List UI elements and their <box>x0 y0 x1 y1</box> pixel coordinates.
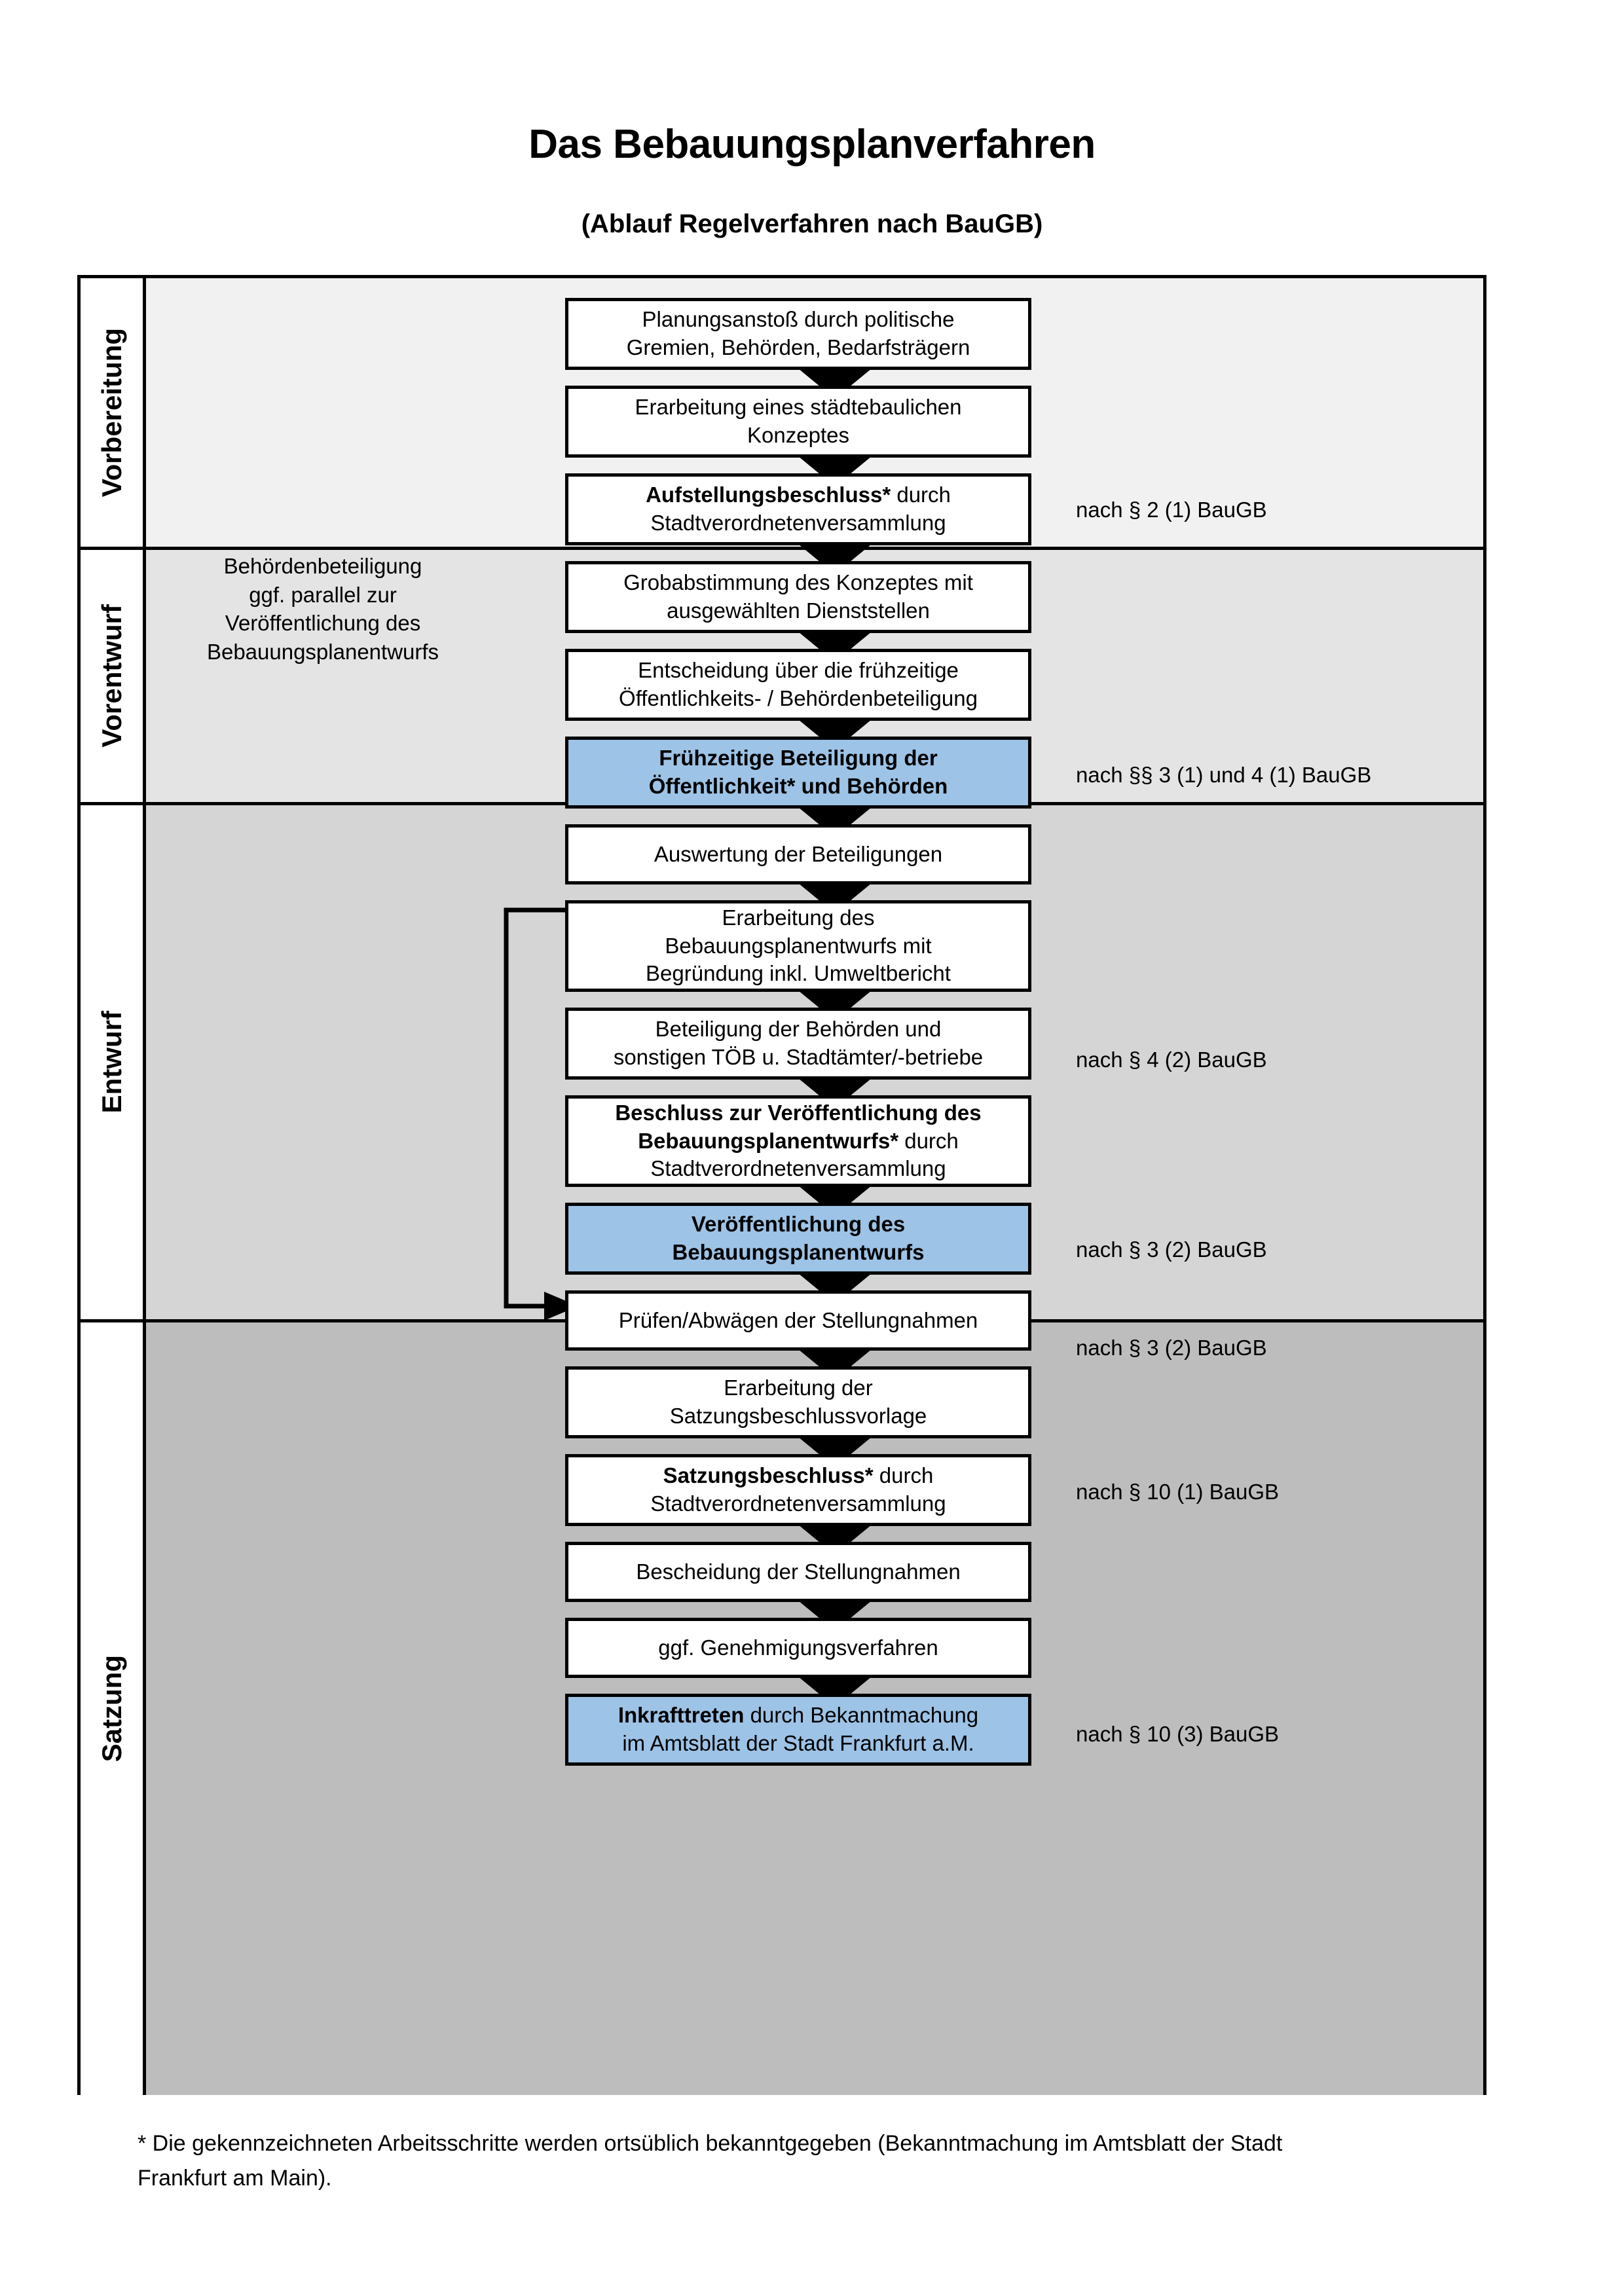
step-box-bescheidung-stellungnahmen[interactable]: Bescheidung der Stellungnahmen <box>565 1542 1031 1602</box>
step-line: Satzungsbeschluss* durch <box>650 1462 946 1490</box>
step-bold-text: Satzungsbeschluss* <box>663 1463 874 1488</box>
step-line: Veröffentlichung des <box>691 1212 906 1237</box>
step-box-genehmigungsverfahren[interactable]: ggf. Genehmigungsverfahren <box>565 1618 1031 1678</box>
step-box-auswertung-beteiligungen[interactable]: Auswertung der Beteiligungen <box>565 824 1031 884</box>
side-note-line-1: Behördenbeteiligung <box>223 554 422 578</box>
step-line: Öffentlichkeits- / Behördenbeteiligung <box>619 686 978 710</box>
phase-label-text: Satzung <box>96 1655 127 1762</box>
step-box-pruefen-abwaegen[interactable]: Prüfen/Abwägen der Stellungnahmen <box>565 1290 1031 1351</box>
step-line: Bebauungsplanentwurfs mit <box>665 933 932 958</box>
step-bold-text: Aufstellungsbeschluss* <box>646 483 891 507</box>
step-line: Bescheidung der Stellungnahmen <box>636 1559 961 1584</box>
step-line: Beschluss zur Veröffentlichung des <box>615 1100 982 1125</box>
law-reference-par2-1: nach § 2 (1) BauGB <box>1076 498 1267 522</box>
step-bold-text: Bebauungsplanentwurfs* <box>638 1128 899 1153</box>
phase-label-vorbereitung: Vorbereitung <box>81 278 146 547</box>
phase-label-satzung: Satzung <box>81 1322 146 2095</box>
step-box-veroeffentlichung-bplanentwurf[interactable]: Veröffentlichung des Bebauungsplanentwur… <box>565 1203 1031 1275</box>
side-note-behoerdenbeteiligung: Behördenbeteiligung ggf. parallel zur Ve… <box>162 552 483 666</box>
footnote-line-1: * Die gekennzeichneten Arbeitsschritte w… <box>138 2131 1283 2156</box>
law-reference-par10-3: nach § 10 (3) BauGB <box>1076 1722 1280 1746</box>
flowchart-frame: Vorbereitung Vorentwurf Entwurf Satzung … <box>77 275 1486 2095</box>
step-box-entscheidung-fruehzeitig[interactable]: Entscheidung über die frühzeitige Öffent… <box>565 649 1031 721</box>
law-reference-par4-2: nach § 4 (2) BauGB <box>1076 1048 1267 1072</box>
law-reference-par3-1-par4-1: nach §§ 3 (1) und 4 (1) BauGB <box>1076 763 1372 787</box>
step-line: Frühzeitige Beteiligung der <box>659 746 938 771</box>
phase-label-text: Vorbereitung <box>96 327 127 498</box>
step-line: Stadtverordnetenversammlung <box>650 1491 946 1516</box>
step-box-fruehzeitige-beteiligung[interactable]: Frühzeitige Beteiligung der Öffentlichke… <box>565 737 1031 809</box>
footnote-line-2: Frankfurt am Main). <box>138 2165 332 2191</box>
footnote: * Die gekennzeichneten Arbeitsschritte w… <box>138 2126 1506 2195</box>
step-line: Stadtverordnetenversammlung <box>650 1156 946 1181</box>
step-rest-text: durch <box>898 1128 959 1153</box>
step-line: Auswertung der Beteiligungen <box>654 841 943 866</box>
step-line: Erarbeitung der <box>724 1376 873 1400</box>
step-line: Konzeptes <box>747 423 849 447</box>
side-note-line-4: Bebauungsplanentwurfs <box>206 639 439 664</box>
step-rest-text: durch Bekanntmachung <box>744 1703 979 1728</box>
side-note-line-2: ggf. parallel zur <box>249 582 397 607</box>
step-box-satzungsbeschluss[interactable]: Satzungsbeschluss* durch Stadtverordnete… <box>565 1454 1031 1526</box>
step-line: Satzungsbeschlussvorlage <box>669 1404 927 1428</box>
law-reference-par10-1: nach § 10 (1) BauGB <box>1076 1480 1280 1504</box>
law-reference-par3-2-a: nach § 3 (2) BauGB <box>1076 1237 1267 1262</box>
step-line: Stadtverordnetenversammlung <box>650 511 946 535</box>
step-line: sonstigen TÖB u. Stadtämter/-betriebe <box>613 1045 984 1069</box>
step-box-aufstellungsbeschluss[interactable]: Aufstellungsbeschluss* durch Stadtverord… <box>565 473 1031 545</box>
step-box-erarbeitung-bplanentwurf[interactable]: Erarbeitung des Bebauungsplanentwurfs mi… <box>565 900 1031 992</box>
law-reference-par3-2-b: nach § 3 (2) BauGB <box>1076 1336 1267 1360</box>
step-line: ausgewählten Dienststellen <box>667 598 930 623</box>
page-subtitle: (Ablauf Regelverfahren nach BauGB) <box>581 210 1043 238</box>
step-line: Erarbeitung des <box>722 905 875 930</box>
step-bold-text: Inkrafttreten <box>618 1703 745 1728</box>
phase-separator-1 <box>81 547 1483 550</box>
step-box-beschluss-veroeffentlichung[interactable]: Beschluss zur Veröffentlichung des Bebau… <box>565 1095 1031 1187</box>
step-line: Inkrafttreten durch Bekanntmachung <box>618 1702 978 1730</box>
step-line: Gremien, Behörden, Bedarfsträgern <box>626 335 970 359</box>
page-title: Das Bebauungsplanverfahren <box>528 122 1096 167</box>
step-line: Bebauungsplanentwurfs <box>672 1240 925 1264</box>
phase-label-vorentwurf: Vorentwurf <box>81 550 146 802</box>
step-line: Entscheidung über die frühzeitige <box>638 658 959 683</box>
step-line: im Amtsblatt der Stadt Frankfurt a.M. <box>622 1731 974 1755</box>
step-rest-text: durch <box>891 483 951 507</box>
phase-label-entwurf: Entwurf <box>81 805 146 1319</box>
phase-label-text: Vorentwurf <box>96 604 127 748</box>
step-box-grobabstimmung[interactable]: Grobabstimmung des Konzeptes mit ausgewä… <box>565 561 1031 633</box>
step-line: Beteiligung der Behörden und <box>655 1017 942 1042</box>
step-box-inkrafttreten[interactable]: Inkrafttreten durch Bekanntmachung im Am… <box>565 1694 1031 1766</box>
step-rest-text: durch <box>873 1463 934 1488</box>
step-line: Begründung inkl. Umweltbericht <box>646 961 951 986</box>
step-box-erarbeitung-konzept[interactable]: Erarbeitung eines städtebaulichen Konzep… <box>565 386 1031 458</box>
step-line: Aufstellungsbeschluss* durch <box>646 481 951 509</box>
step-line: ggf. Genehmigungsverfahren <box>658 1635 938 1660</box>
step-line: Bebauungsplanentwurfs* durch <box>615 1127 981 1156</box>
step-line: Erarbeitung eines städtebaulichen <box>635 395 962 420</box>
phase-label-text: Entwurf <box>96 1011 127 1114</box>
step-line: Öffentlichkeit* und Behörden <box>648 774 948 798</box>
step-line: Grobabstimmung des Konzeptes mit <box>623 570 973 595</box>
step-box-planungsanstoss[interactable]: Planungsanstoß durch politische Gremien,… <box>565 298 1031 370</box>
step-box-erarbeitung-satzungsvorlage[interactable]: Erarbeitung der Satzungsbeschlussvorlage <box>565 1366 1031 1438</box>
step-box-beteiligung-behoerden-toeb[interactable]: Beteiligung der Behörden und sonstigen T… <box>565 1008 1031 1080</box>
side-note-line-3: Veröffentlichung des <box>225 611 421 636</box>
step-line: Prüfen/Abwägen der Stellungnahmen <box>618 1307 978 1332</box>
step-line: Planungsanstoß durch politische <box>642 307 955 332</box>
